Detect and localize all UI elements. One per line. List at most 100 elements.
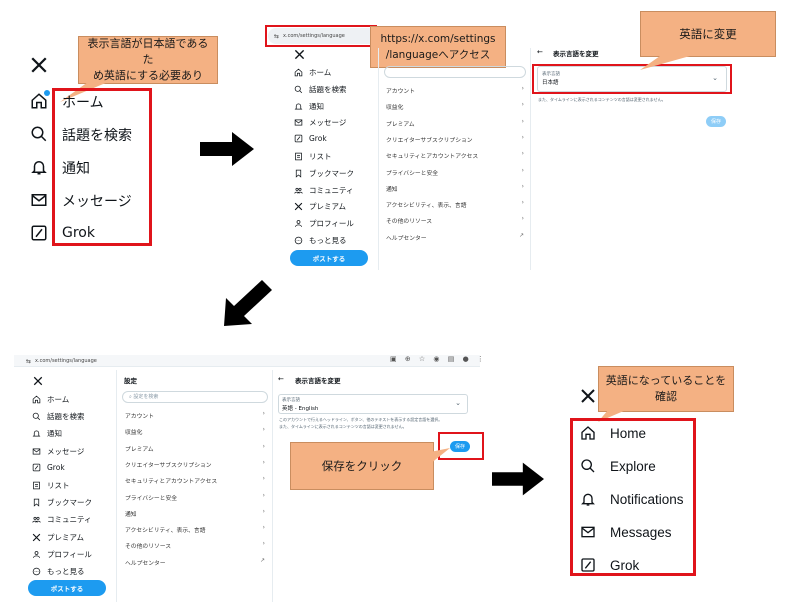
settings-row-label: ヘルプセンター bbox=[125, 560, 166, 567]
nav-item-bell[interactable]: 通知 bbox=[294, 101, 324, 112]
nav-label-home[interactable]: ホーム bbox=[62, 95, 104, 111]
settings-row-label: アクセシビリティ、表示、言語 bbox=[125, 528, 206, 535]
nav-item-search[interactable]: 話題を検索 bbox=[32, 411, 85, 422]
settings-row-label: セキュリティとアカウントアクセス bbox=[386, 154, 479, 161]
browser-toolbar bbox=[14, 355, 480, 367]
nav-label-messages[interactable]: メッセージ bbox=[62, 194, 132, 210]
settings-search-input[interactable] bbox=[384, 66, 526, 78]
nav-label-grok[interactable]: Grok bbox=[62, 225, 95, 241]
language-select[interactable]: 表示言語 英語 - English ⌄ bbox=[278, 394, 468, 414]
browser-actions-icons[interactable]: ▣ ⊕ ☆ ◉ ▤ ● ⋮ bbox=[390, 355, 487, 363]
nav-item-mail[interactable]: メッセージ bbox=[294, 117, 346, 128]
change-callout-text: 英語に変更 bbox=[679, 27, 737, 41]
settings-row[interactable]: クリエイターサブスクリプション› bbox=[386, 135, 524, 144]
save-button[interactable]: 保存 bbox=[450, 441, 470, 452]
save-button[interactable]: 保存 bbox=[706, 116, 726, 127]
settings-search-placeholder: 設定を検索 bbox=[133, 394, 159, 400]
settings-row[interactable]: ヘルプセンター↗ bbox=[386, 233, 524, 242]
nav-item-x-premium[interactable]: プレミアム bbox=[32, 532, 84, 543]
nav-label-explore: Explore bbox=[610, 458, 656, 474]
settings-row-label: プライバシーと安全 bbox=[386, 170, 439, 177]
chevron-right-icon: › bbox=[262, 443, 265, 450]
nav-label-notifications[interactable]: 通知 bbox=[62, 161, 90, 177]
nav-item-bookmark[interactable]: ブックマーク bbox=[294, 168, 354, 179]
settings-row-label: クリエイターサブスクリプション bbox=[386, 137, 473, 144]
nav-item-more[interactable]: もっと見る bbox=[32, 566, 85, 577]
post-button[interactable]: ポストする bbox=[28, 580, 106, 596]
nav-item-bell[interactable]: 通知 bbox=[32, 428, 62, 439]
settings-row[interactable]: 通知› bbox=[386, 184, 524, 193]
language-select[interactable]: 表示言語 日本語 ⌄ bbox=[537, 66, 727, 92]
settings-row[interactable]: クリエイターサブスクリプション› bbox=[125, 460, 265, 469]
nav-item-x-premium[interactable]: プレミアム bbox=[294, 201, 346, 212]
settings-row[interactable]: ヘルプセンター↗ bbox=[125, 558, 265, 567]
bell-icon[interactable] bbox=[30, 158, 48, 176]
nav-item-messages[interactable]: Messages bbox=[580, 524, 672, 540]
settings-row-label: セキュリティとアカウントアクセス bbox=[125, 479, 218, 486]
nav-item-mail[interactable]: メッセージ bbox=[32, 446, 84, 457]
bookmark-icon bbox=[33, 498, 40, 507]
settings-row[interactable]: アクセシビリティ、表示、言語› bbox=[125, 525, 265, 534]
settings-row[interactable]: セキュリティとアカウントアクセス› bbox=[386, 151, 524, 160]
nav-item-home[interactable]: Home bbox=[580, 425, 646, 441]
nav-item-explore[interactable]: Explore bbox=[580, 458, 656, 474]
nav-item-profile[interactable]: プロフィール bbox=[294, 218, 354, 229]
grok-icon[interactable] bbox=[30, 224, 48, 242]
settings-row[interactable]: その他のリソース› bbox=[386, 216, 524, 225]
settings-row-label: 収益化 bbox=[125, 430, 143, 437]
grok-icon bbox=[581, 558, 595, 572]
chevron-right-icon: › bbox=[262, 459, 265, 466]
nav-item-grok[interactable]: Grok bbox=[580, 557, 639, 573]
tune-icon: ⇆ bbox=[274, 32, 280, 40]
chevron-right-icon: › bbox=[521, 102, 524, 109]
url-bar[interactable]: ⇆ x.com/settings/language bbox=[20, 356, 320, 366]
nav-item-bookmark[interactable]: ブックマーク bbox=[32, 497, 92, 508]
settings-row[interactable]: アカウント› bbox=[386, 86, 524, 95]
nav-item-more[interactable]: もっと見る bbox=[294, 235, 347, 246]
search-icon[interactable] bbox=[30, 125, 48, 143]
nav-label: リスト bbox=[309, 152, 332, 161]
settings-row[interactable]: プライバシーと安全› bbox=[125, 493, 265, 502]
nav-item-grok[interactable]: Grok bbox=[294, 134, 327, 143]
back-arrow-icon[interactable]: ← bbox=[537, 48, 543, 56]
nav-label-explore[interactable]: 話題を検索 bbox=[62, 128, 132, 144]
nav-item-grok[interactable]: Grok bbox=[32, 463, 65, 472]
settings-search-input[interactable]: ⌕ 設定を検索 bbox=[122, 391, 268, 403]
nav-label: メッセージ bbox=[309, 118, 347, 128]
settings-row[interactable]: その他のリソース› bbox=[125, 541, 265, 550]
arrow-down-left-icon bbox=[224, 280, 272, 326]
settings-title: 設定 bbox=[124, 377, 137, 385]
mail-icon bbox=[294, 119, 303, 126]
nav-item-community[interactable]: コミュニティ bbox=[32, 514, 92, 525]
settings-row[interactable]: アカウント› bbox=[125, 411, 265, 420]
url-bar[interactable]: ⇆ x.com/settings/language bbox=[268, 28, 378, 44]
nav-item-home[interactable]: ホーム bbox=[32, 394, 69, 405]
nav-label: プロフィール bbox=[309, 219, 354, 229]
select-note-1: このアカウントで行えるヘッドライン、ボタン、他のテキストを表示する設定言語を選択… bbox=[279, 417, 443, 422]
settings-row[interactable]: 収益化› bbox=[386, 102, 524, 111]
back-arrow-icon[interactable]: ← bbox=[278, 375, 284, 383]
settings-row[interactable]: プレミアム› bbox=[125, 444, 265, 453]
post-button[interactable]: ポストする bbox=[290, 250, 368, 266]
settings-row[interactable]: アクセシビリティ、表示、言語› bbox=[386, 200, 524, 209]
settings-row[interactable]: セキュリティとアカウントアクセス› bbox=[125, 476, 265, 485]
settings-row[interactable]: 通知› bbox=[125, 509, 265, 518]
settings-row[interactable]: プライバシーと安全› bbox=[386, 168, 524, 177]
url-text: x.com/settings/language bbox=[35, 358, 97, 364]
nav-item-list[interactable]: リスト bbox=[32, 480, 70, 491]
nav-item-search[interactable]: 話題を検索 bbox=[294, 84, 347, 95]
settings-row[interactable]: 収益化› bbox=[125, 427, 265, 436]
nav-item-profile[interactable]: プロフィール bbox=[32, 549, 92, 560]
grok-icon bbox=[32, 463, 41, 472]
home-icon[interactable] bbox=[30, 92, 48, 110]
community-icon bbox=[32, 517, 41, 523]
settings-row-label: ヘルプセンター bbox=[386, 235, 427, 242]
nav-item-home[interactable]: ホーム bbox=[294, 67, 331, 78]
settings-row-label: プライバシーと安全 bbox=[125, 495, 178, 502]
nav-item-notifications[interactable]: Notifications bbox=[580, 491, 684, 507]
mail-icon[interactable] bbox=[30, 191, 48, 209]
nav-item-community[interactable]: コミュニティ bbox=[294, 185, 354, 196]
settings-row[interactable]: プレミアム› bbox=[386, 119, 524, 128]
nav-item-list[interactable]: リスト bbox=[294, 151, 332, 162]
nav-label: もっと見る bbox=[309, 236, 347, 245]
